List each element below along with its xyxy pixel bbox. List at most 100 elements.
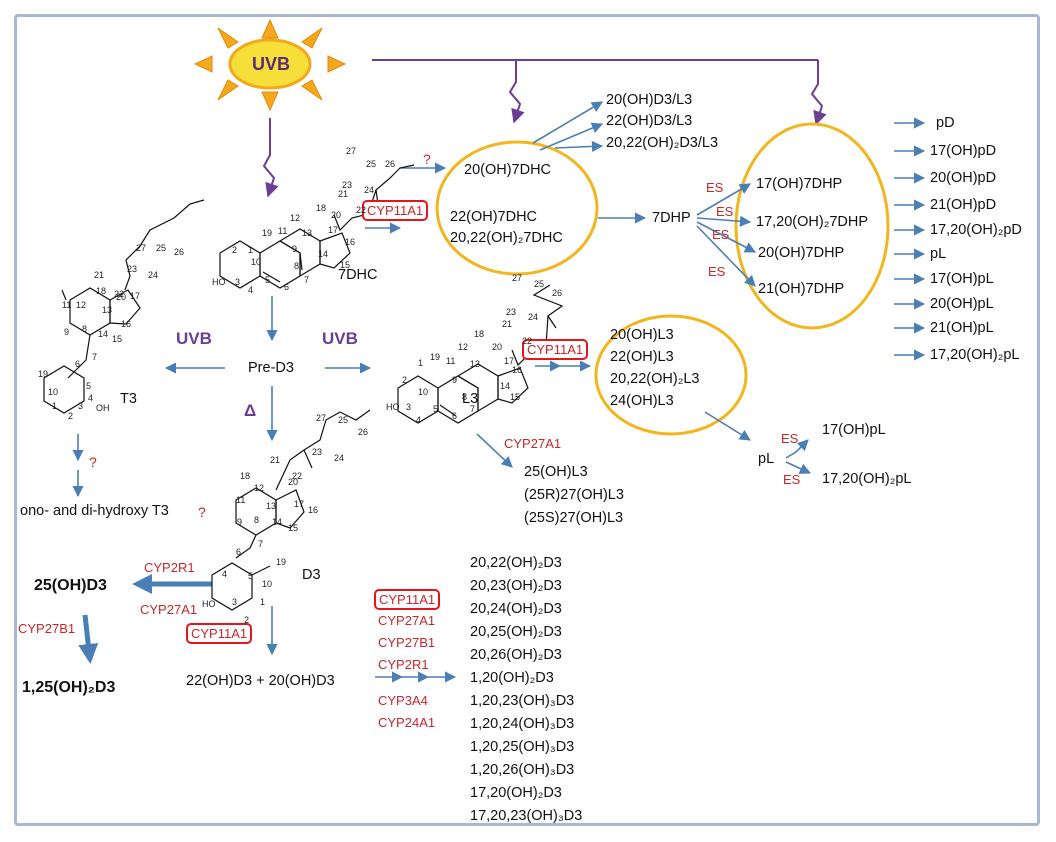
atom-number-d3: 4 (222, 569, 228, 579)
question-mark-t3: ? (89, 454, 97, 470)
ellipse-7dhc-item-2: 20,22(OH)₂7DHC (450, 230, 563, 246)
ellipse-l3-item-2: 20,22(OH)₂L3 (610, 371, 700, 387)
d3-product-5: 1,20(OH)₂D3 (470, 670, 554, 686)
structure-d3 (211, 409, 371, 611)
atom-number-dhc7: 7 (304, 275, 310, 285)
atom-number-dhc7: 11 (278, 226, 288, 236)
d3-product-10: 17,20(OH)₂D3 (470, 785, 562, 801)
atom-number-dhc7: 1 (248, 245, 254, 255)
ellipse-7dhc-item-1: 22(OH)7DHC (450, 209, 538, 225)
atom-number-d3: 21 (270, 455, 281, 465)
compound-7dhp: 7DHP (652, 210, 691, 226)
atom-number-d3: 27 (316, 413, 327, 423)
atom-number-dhc7: 24 (364, 185, 375, 195)
enzyme-es-3: ES (712, 227, 730, 242)
atom-number-d3: 23 (312, 447, 323, 457)
atom-number-l3: 24 (528, 312, 539, 322)
atom-number-dhc7: 20 (331, 210, 342, 220)
atom-number-l3: 13 (470, 359, 481, 369)
atom-number-t3: 24 (148, 270, 159, 280)
atom-number-dhc7: 2 (232, 245, 238, 255)
right-product-3: 21(OH)pD (930, 197, 997, 213)
right-product-7: 20(OH)pL (930, 296, 994, 312)
ellipse-7dhc-item-0: 20(OH)7DHC (464, 162, 552, 178)
atom-number-t3: 26 (174, 247, 185, 257)
atom-number-l3: 15 (510, 392, 521, 402)
atom-number-d3: 8 (254, 515, 260, 525)
atom-number-d3: 20 (288, 477, 299, 487)
ellipse-7dhp-item-2: 20(OH)7DHP (758, 245, 845, 261)
atom-number-l3: 10 (418, 387, 429, 397)
d3-product-3: 20,25(OH)₂D3 (470, 624, 562, 640)
atom-number-dhc7: 10 (251, 257, 262, 267)
sun-label: UVB (252, 54, 291, 74)
atom-number-dhc7: 12 (290, 213, 301, 223)
d3-product-6: 1,20,23(OH)₃D3 (470, 693, 575, 709)
pl-product-1: 17,20(OH)₂pL (822, 471, 912, 487)
atom-number-d3: 15 (288, 523, 299, 533)
atom-number-dhc7: 9 (292, 244, 298, 254)
atom-number-dhc7: 27 (346, 146, 357, 156)
atom-number-d3: 13 (266, 501, 277, 511)
atom-number-t3: 16 (121, 319, 132, 329)
d3-product-11: 17,20,23(OH)₃D3 (470, 808, 583, 824)
atom-number-d3: 10 (262, 579, 273, 589)
compound-pre-d3: Pre-D3 (248, 360, 294, 376)
enzyme-es-6: ES (783, 472, 801, 487)
atom-number-l3: 11 (446, 356, 456, 366)
atom-number-l3: 7 (470, 404, 476, 414)
atom-number-t3: 17 (130, 291, 141, 301)
enzyme-es-5: ES (781, 431, 799, 446)
atom-number-t3: 8 (82, 324, 88, 334)
l3-cyp27a1-product-2: (25S)27(OH)L3 (524, 510, 624, 526)
atom-number-t3: 23 (127, 264, 138, 274)
atom-number-t3: 7 (92, 352, 98, 362)
atom-number-l3: 2 (402, 375, 408, 385)
atom-number-d3: 19 (276, 557, 287, 567)
right-product-2: 20(OH)pD (930, 170, 997, 186)
atom-number-dhc7: 8 (294, 261, 300, 271)
enzyme-cyp2r1: CYP2R1 (144, 560, 195, 575)
d3-product-8: 1,20,25(OH)₃D3 (470, 739, 575, 755)
atom-number-l3: 26 (552, 288, 563, 298)
compound-t3: T3 (120, 391, 137, 407)
atom-number-dhc7: 19 (262, 228, 273, 238)
enzyme-cyp27b1: CYP27B1 (18, 621, 76, 636)
atom-number-t3: OH (96, 403, 110, 413)
compound-d3: D3 (302, 567, 321, 583)
right-product-8: 21(OH)pL (930, 320, 994, 336)
atom-number-dhc7: 18 (316, 203, 327, 213)
ellipse-l3-item-3: 24(OH)L3 (610, 393, 674, 409)
d3-enzyme-4: CYP3A4 (378, 693, 428, 708)
ellipse-l3-item-1: 22(OH)L3 (610, 349, 674, 365)
atom-number-t3: 14 (98, 329, 109, 339)
ellipse-7dhp-item-1: 17,20(OH)₂7DHP (756, 214, 868, 230)
compound-125-d3: 1,25(OH)₂D3 (22, 679, 116, 696)
atom-number-d3: 6 (236, 547, 242, 557)
atom-number-d3: 26 (358, 427, 369, 437)
atom-number-l3: 20 (492, 342, 503, 352)
atom-number-t3: 9 (64, 327, 70, 337)
atom-number-dhc7: 14 (318, 249, 329, 259)
d3-enzyme-0: CYP11A1 (374, 589, 441, 610)
enzyme-cyp27a1-l3: CYP27A1 (504, 436, 562, 451)
ellipse-l3-item-0: 20(OH)L3 (610, 327, 674, 343)
atom-number-t3: 19 (38, 369, 49, 379)
atom-number-l3: 19 (430, 352, 441, 362)
enzyme-cyp11a1-7dhc: CYP11A1 (362, 200, 429, 221)
atom-number-l3: 16 (512, 365, 523, 375)
atom-number-d3: 22 (292, 471, 303, 481)
atom-number-l3: 5 (433, 404, 439, 414)
right-product-5: pL (930, 246, 947, 262)
blue-arrows (72, 101, 926, 683)
ellipses (435, 122, 890, 436)
top-product-1: 22(OH)D3/L3 (606, 113, 693, 129)
d3-enzyme-3: CYP2R1 (378, 657, 429, 672)
atom-number-d3: 12 (254, 483, 265, 493)
atom-number-t3: 2 (68, 411, 74, 421)
atom-number-dhc7: 23 (342, 180, 353, 190)
d3-product-4: 20,26(OH)₂D3 (470, 647, 562, 663)
atom-number-dhc7: 15 (340, 260, 351, 270)
top-product-2: 20,22(OH)₂D3/L3 (606, 135, 719, 151)
question-mark-top: ? (423, 151, 431, 167)
